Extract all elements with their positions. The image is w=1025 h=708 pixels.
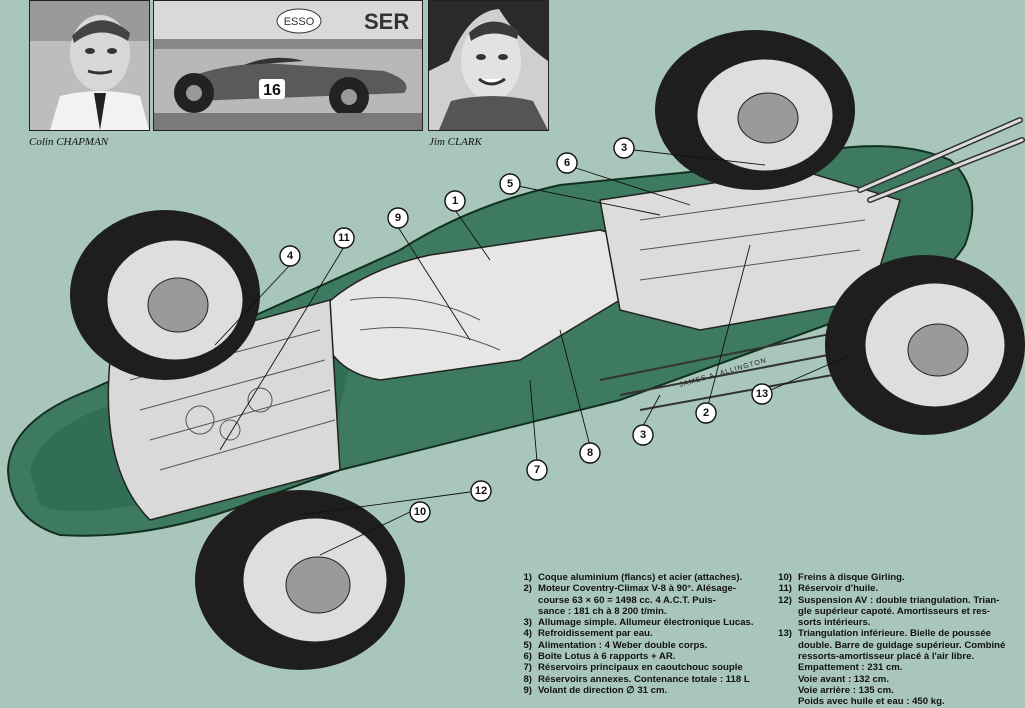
svg-text:10: 10 <box>414 506 426 518</box>
svg-text:8: 8 <box>587 447 593 459</box>
legend-item: 2)Moteur Coventry-Climax V-8 à 90°. Alés… <box>523 583 737 617</box>
wheel-front-right <box>195 490 405 670</box>
callout-9: 9 <box>387 207 409 229</box>
svg-text:12: 12 <box>475 485 487 497</box>
wheel-front-left: DUNLOP <box>70 210 260 380</box>
legend-item: 3)Allumage simple. Allumeur électronique… <box>523 617 754 629</box>
callout-6: 6 <box>556 152 578 174</box>
svg-text:3: 3 <box>640 429 646 441</box>
legend-item: 9)Volant de direction ∅ 31 cm. <box>523 684 668 696</box>
callout-7: 7 <box>526 459 548 481</box>
svg-text:7: 7 <box>534 464 540 476</box>
callout-3-top: 3 <box>613 137 635 159</box>
svg-text:11: 11 <box>338 232 350 244</box>
legend-left: 1)Coque aluminium (flancs) et acier (att… <box>510 572 768 696</box>
legend-item: 5)Alimentation : 4 Weber double corps. <box>523 639 708 651</box>
legend-item: 8)Réservoirs annexes. Contenance totale … <box>523 673 750 685</box>
svg-text:9: 9 <box>395 212 401 224</box>
caption-colin-chapman: Colin CHAPMAN <box>29 136 109 148</box>
callout-8: 8 <box>579 442 601 464</box>
callout-11: 11 <box>333 227 355 249</box>
legend-item: 13)Triangulation inférieure. Bielle de p… <box>778 628 1006 708</box>
banner-ser: SER <box>364 9 409 34</box>
photo-colin-chapman <box>29 0 150 131</box>
svg-text:5: 5 <box>507 178 513 190</box>
banner-esso: ESSO <box>284 16 315 28</box>
callout-1: 1 <box>444 190 466 212</box>
leader-lines <box>214 149 851 556</box>
wheel-rear-right: DUNLOP <box>825 255 1025 435</box>
legend-item: 4)Refroidissement par eau. <box>523 628 653 640</box>
legend-item: 6)Boîte Lotus à 6 rapports + AR. <box>523 651 676 663</box>
caption-jim-clark: Jim CLARK <box>429 136 482 148</box>
legend-item: 7)Réservoirs principaux en caoutchouc so… <box>523 662 743 674</box>
svg-text:2: 2 <box>703 407 709 419</box>
photo-race-car: ESSO SER 16 <box>153 0 423 131</box>
callout-3-bottom: 3 <box>632 424 654 446</box>
legend-item: 11)Réservoir d'huile. <box>778 583 879 595</box>
legend-item: 12)Suspension AV : double triangulation.… <box>778 594 1000 629</box>
svg-text:3: 3 <box>621 142 627 154</box>
svg-text:4: 4 <box>287 250 294 262</box>
callout-10: 10 <box>409 501 431 523</box>
race-number: 16 <box>263 82 281 99</box>
callout-5: 5 <box>499 173 521 195</box>
svg-text:13: 13 <box>756 388 768 400</box>
legend-right: 10)Freins à disque Girling. 11)Réservoir… <box>770 572 1022 708</box>
wheel-rear-left <box>655 30 855 190</box>
photo-jim-clark <box>428 0 549 131</box>
svg-text:1: 1 <box>452 195 458 207</box>
legend-item: 1)Coque aluminium (flancs) et acier (att… <box>523 572 743 583</box>
svg-text:6: 6 <box>564 157 570 169</box>
callout-4: 4 <box>279 245 301 267</box>
callout-13: 13 <box>751 383 773 405</box>
callout-2: 2 <box>695 402 717 424</box>
legend-item: 10)Freins à disque Girling. <box>778 572 905 583</box>
callout-12: 12 <box>470 480 492 502</box>
